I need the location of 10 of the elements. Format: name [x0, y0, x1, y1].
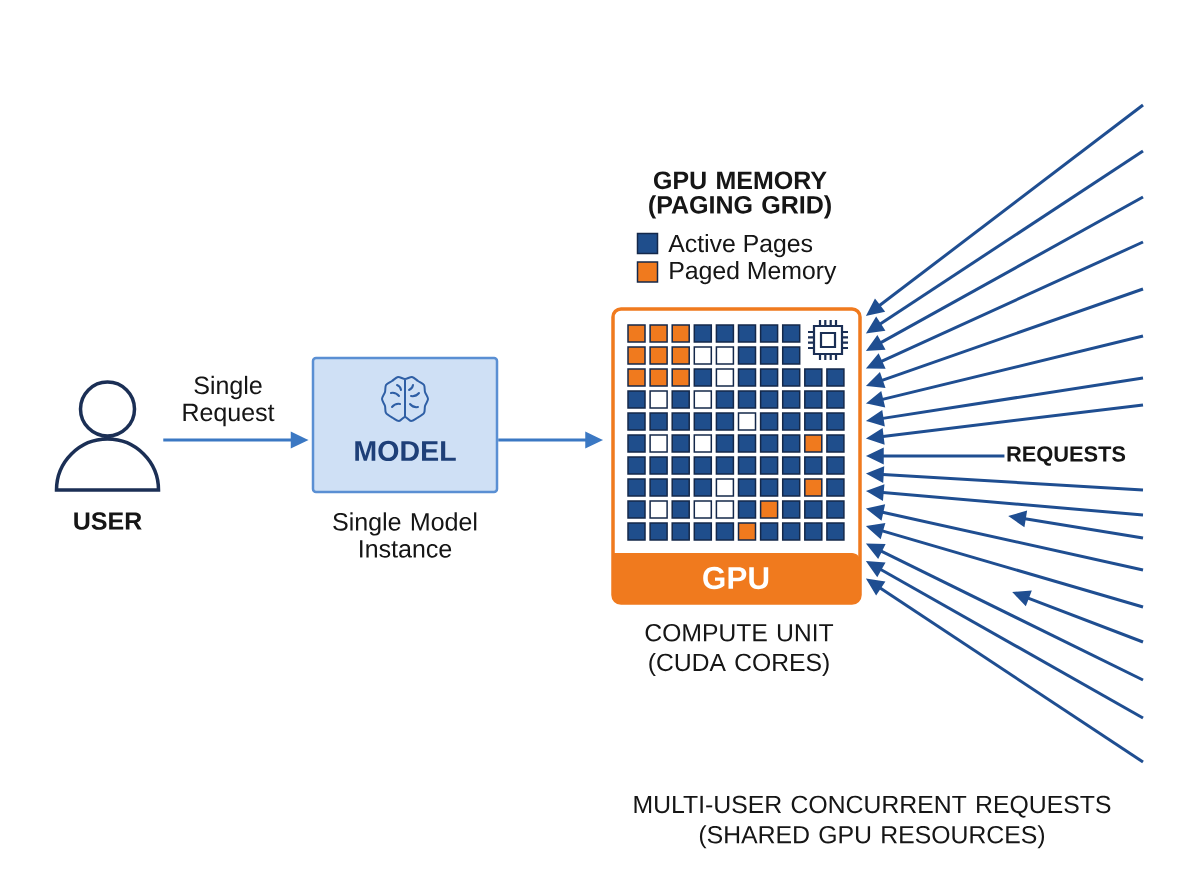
legend-label: Active Pages — [668, 234, 813, 258]
legend-label: Paged Memory — [670, 261, 837, 285]
node-label: USER — [74, 512, 142, 530]
caption: MULTI-USER CONCURRENT REQUESTS (SHARED GPU RESOURCES) — [634, 795, 1111, 849]
node-caption: Single Model Instance — [333, 512, 477, 558]
heading: GPU MEMORY (PAGING GRID) — [649, 171, 831, 219]
model-box: MODEL — [311, 356, 499, 494]
node-caption: COMPUTE UNIT (CUDA CORES) — [645, 624, 834, 676]
edge-label: Single Request — [171, 374, 285, 428]
node-label: REQUESTS — [1007, 446, 1126, 466]
